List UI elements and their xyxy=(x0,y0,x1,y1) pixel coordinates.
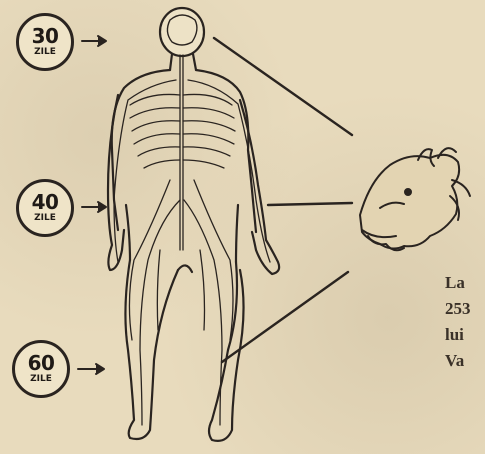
incubation-60-days-badge: 60 ZILE xyxy=(12,340,70,398)
badge-unit: ZILE xyxy=(30,374,52,385)
badge-value: 40 xyxy=(32,192,59,212)
dog-head xyxy=(360,148,470,250)
badge-value: 60 xyxy=(28,353,55,373)
arrow-60-days xyxy=(78,364,104,374)
article-line: 253 xyxy=(445,296,485,322)
badge-unit: ZILE xyxy=(34,213,56,224)
badge-unit: ZILE xyxy=(34,47,56,58)
article-line: Va xyxy=(445,348,485,374)
badge-value: 30 xyxy=(32,26,59,46)
human-figure xyxy=(108,8,279,441)
article-line: lui xyxy=(445,322,485,348)
incubation-30-days-badge: 30 ZILE xyxy=(16,13,74,71)
arrow-40-days xyxy=(82,202,106,212)
incubation-40-days-badge: 40 ZILE xyxy=(16,179,74,237)
article-text: La 253 lui Va xyxy=(445,270,485,374)
arrow-30-days xyxy=(82,36,106,46)
article-line: La xyxy=(445,270,485,296)
